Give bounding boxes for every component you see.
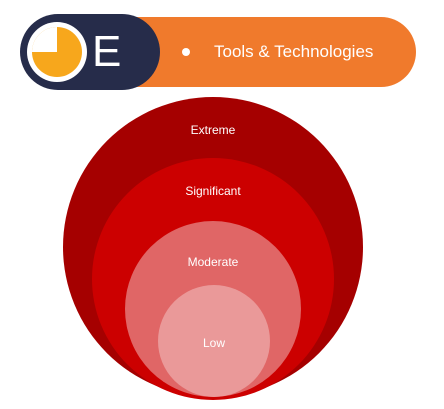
pie-clock-icon	[27, 22, 87, 82]
logo-letter: E	[92, 27, 122, 76]
page-title: Tools & Technologies	[214, 42, 374, 61]
label-moderate: Moderate	[187, 255, 239, 269]
circle-low	[158, 285, 270, 397]
label-extreme: Extreme	[190, 123, 236, 137]
banner-title-bar	[120, 17, 416, 87]
bullet-dot	[182, 48, 190, 56]
label-significant: Significant	[185, 184, 241, 198]
header-banner: E Tools & Technologies	[20, 14, 416, 90]
logo-pill: E	[20, 14, 160, 90]
label-low: Low	[202, 336, 225, 350]
